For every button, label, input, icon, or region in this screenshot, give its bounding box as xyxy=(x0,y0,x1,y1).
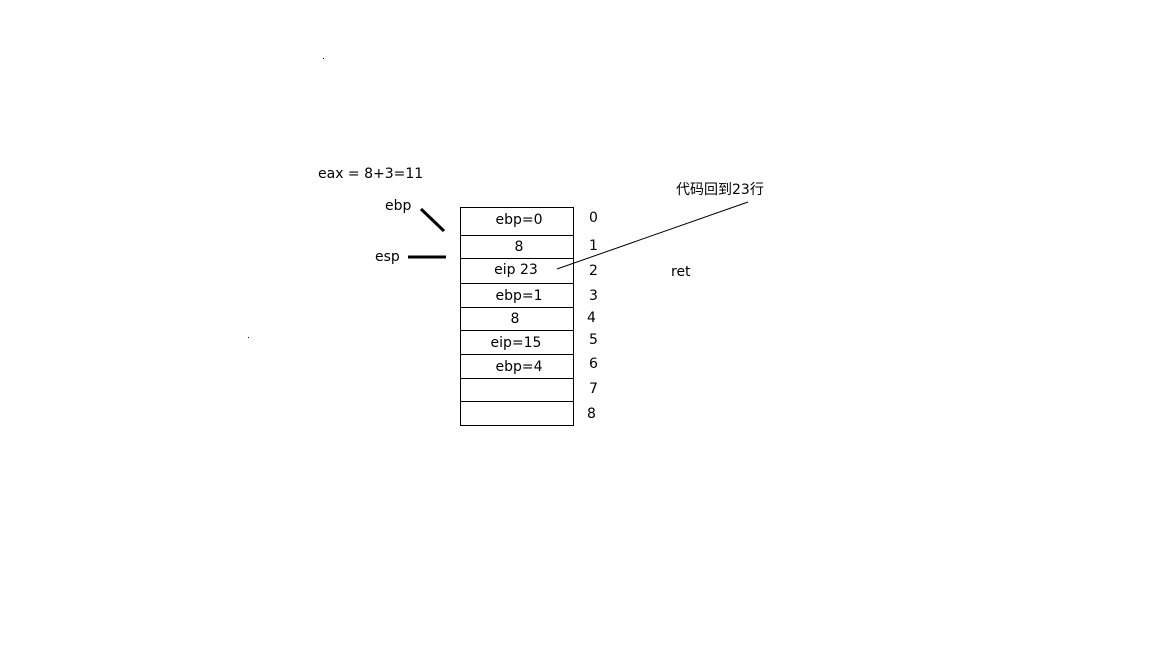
stack-cell: ebp=4 xyxy=(461,355,573,379)
stack-cell: 8 xyxy=(461,308,573,331)
stack-index: 6 xyxy=(589,356,598,372)
stack-cell-text: ebp=1 xyxy=(495,288,543,304)
stack-index: 7 xyxy=(589,381,598,397)
esp-label: esp xyxy=(375,249,400,265)
stack-frame: ebp=0 8 eip 23 ebp=1 8 eip=15 ebp=4 xyxy=(460,207,574,426)
stray-dot xyxy=(248,337,249,338)
ebp-pointer-line xyxy=(419,207,446,233)
stack-cell: ebp=1 xyxy=(461,284,573,308)
ebp-label: ebp xyxy=(385,198,412,214)
stack-cell: ebp=0 xyxy=(461,208,573,236)
stack-cell xyxy=(461,402,573,426)
stack-cell-text: ebp=4 xyxy=(495,359,543,375)
stack-cell-text: eip=15 xyxy=(490,335,542,351)
stack-cell-text: eip 23 xyxy=(494,262,538,278)
stack-index: 4 xyxy=(587,310,596,326)
stack-cell: eip 23 xyxy=(461,259,573,284)
eax-label: eax = 8+3=11 xyxy=(318,166,424,182)
note-connector-line xyxy=(556,201,749,270)
stack-index: 3 xyxy=(589,288,598,304)
note-label: 代码回到23行 xyxy=(676,182,764,198)
stack-index: 8 xyxy=(587,406,596,422)
stack-index: 1 xyxy=(589,238,598,254)
stack-cell-text: ebp=0 xyxy=(495,212,543,228)
stray-dot xyxy=(323,58,324,59)
stack-cell xyxy=(461,379,573,402)
stack-cell: eip=15 xyxy=(461,331,573,355)
stack-cell: 8 xyxy=(461,236,573,259)
ret-label: ret xyxy=(671,264,691,280)
stack-index: 2 xyxy=(589,263,598,279)
stack-cell-text: 8 xyxy=(514,239,524,255)
stack-cell-text: 8 xyxy=(510,311,520,327)
stack-index: 0 xyxy=(589,210,598,226)
stack-index: 5 xyxy=(589,332,598,348)
